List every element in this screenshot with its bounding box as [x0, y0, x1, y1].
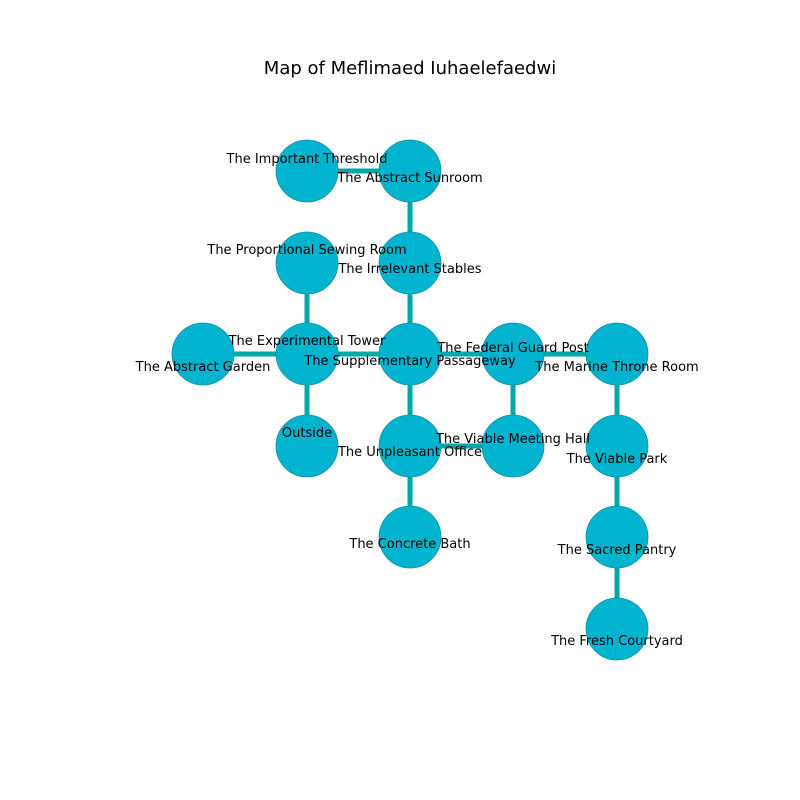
- diagram-title: Map of Meflimaed Iuhaelefaedwi: [264, 58, 556, 79]
- room-label-marine-throne-room: The Marine Throne Room: [534, 360, 698, 375]
- room-node-unpleasant-office[interactable]: [378, 414, 442, 478]
- room-label-viable-meeting-hall: The Viable Meeting Hall: [435, 432, 590, 447]
- room-label-experimental-tower: The Experimental Tower: [228, 334, 386, 349]
- room-node-concrete-bath[interactable]: [378, 505, 442, 569]
- room-node-viable-meeting-hall[interactable]: [481, 414, 545, 478]
- room-label-irrelevant-stables: The Irrelevant Stables: [337, 262, 481, 277]
- room-node-supplementary-passageway[interactable]: [378, 322, 442, 386]
- room-label-federal-guard-post: The Federal Guard Post: [436, 341, 588, 356]
- room-label-fresh-courtyard: The Fresh Courtyard: [550, 634, 683, 649]
- room-label-supplementary-passageway: The Supplementary Passageway: [303, 354, 516, 369]
- room-node-fresh-courtyard[interactable]: [585, 597, 649, 661]
- room-node-irrelevant-stables[interactable]: [378, 231, 442, 295]
- room-node-federal-guard-post[interactable]: [481, 322, 545, 386]
- room-label-abstract-garden: The Abstract Garden: [135, 360, 271, 375]
- room-label-important-threshold: The Important Threshold: [226, 152, 388, 167]
- room-node-abstract-garden[interactable]: [171, 322, 235, 386]
- room-label-outside: Outside: [282, 426, 332, 441]
- room-label-proportional-sewing-room: The Proportional Sewing Room: [206, 243, 406, 258]
- room-node-experimental-tower[interactable]: [275, 322, 339, 386]
- room-node-proportional-sewing-room[interactable]: [275, 231, 339, 295]
- room-node-viable-park[interactable]: [585, 414, 649, 478]
- room-label-unpleasant-office: The Unpleasant Office: [337, 445, 482, 460]
- room-node-sacred-pantry[interactable]: [585, 505, 649, 569]
- room-node-important-threshold[interactable]: [275, 139, 339, 203]
- room-label-sacred-pantry: The Sacred Pantry: [557, 543, 677, 558]
- room-label-concrete-bath: The Concrete Bath: [348, 537, 470, 552]
- room-label-abstract-sunroom: The Abstract Sunroom: [336, 171, 482, 186]
- rooms-layer: [171, 139, 649, 661]
- room-node-marine-throne-room[interactable]: [585, 322, 649, 386]
- room-node-abstract-sunroom[interactable]: [378, 139, 442, 203]
- room-label-viable-park: The Viable Park: [566, 452, 668, 467]
- room-node-outside[interactable]: [275, 414, 339, 478]
